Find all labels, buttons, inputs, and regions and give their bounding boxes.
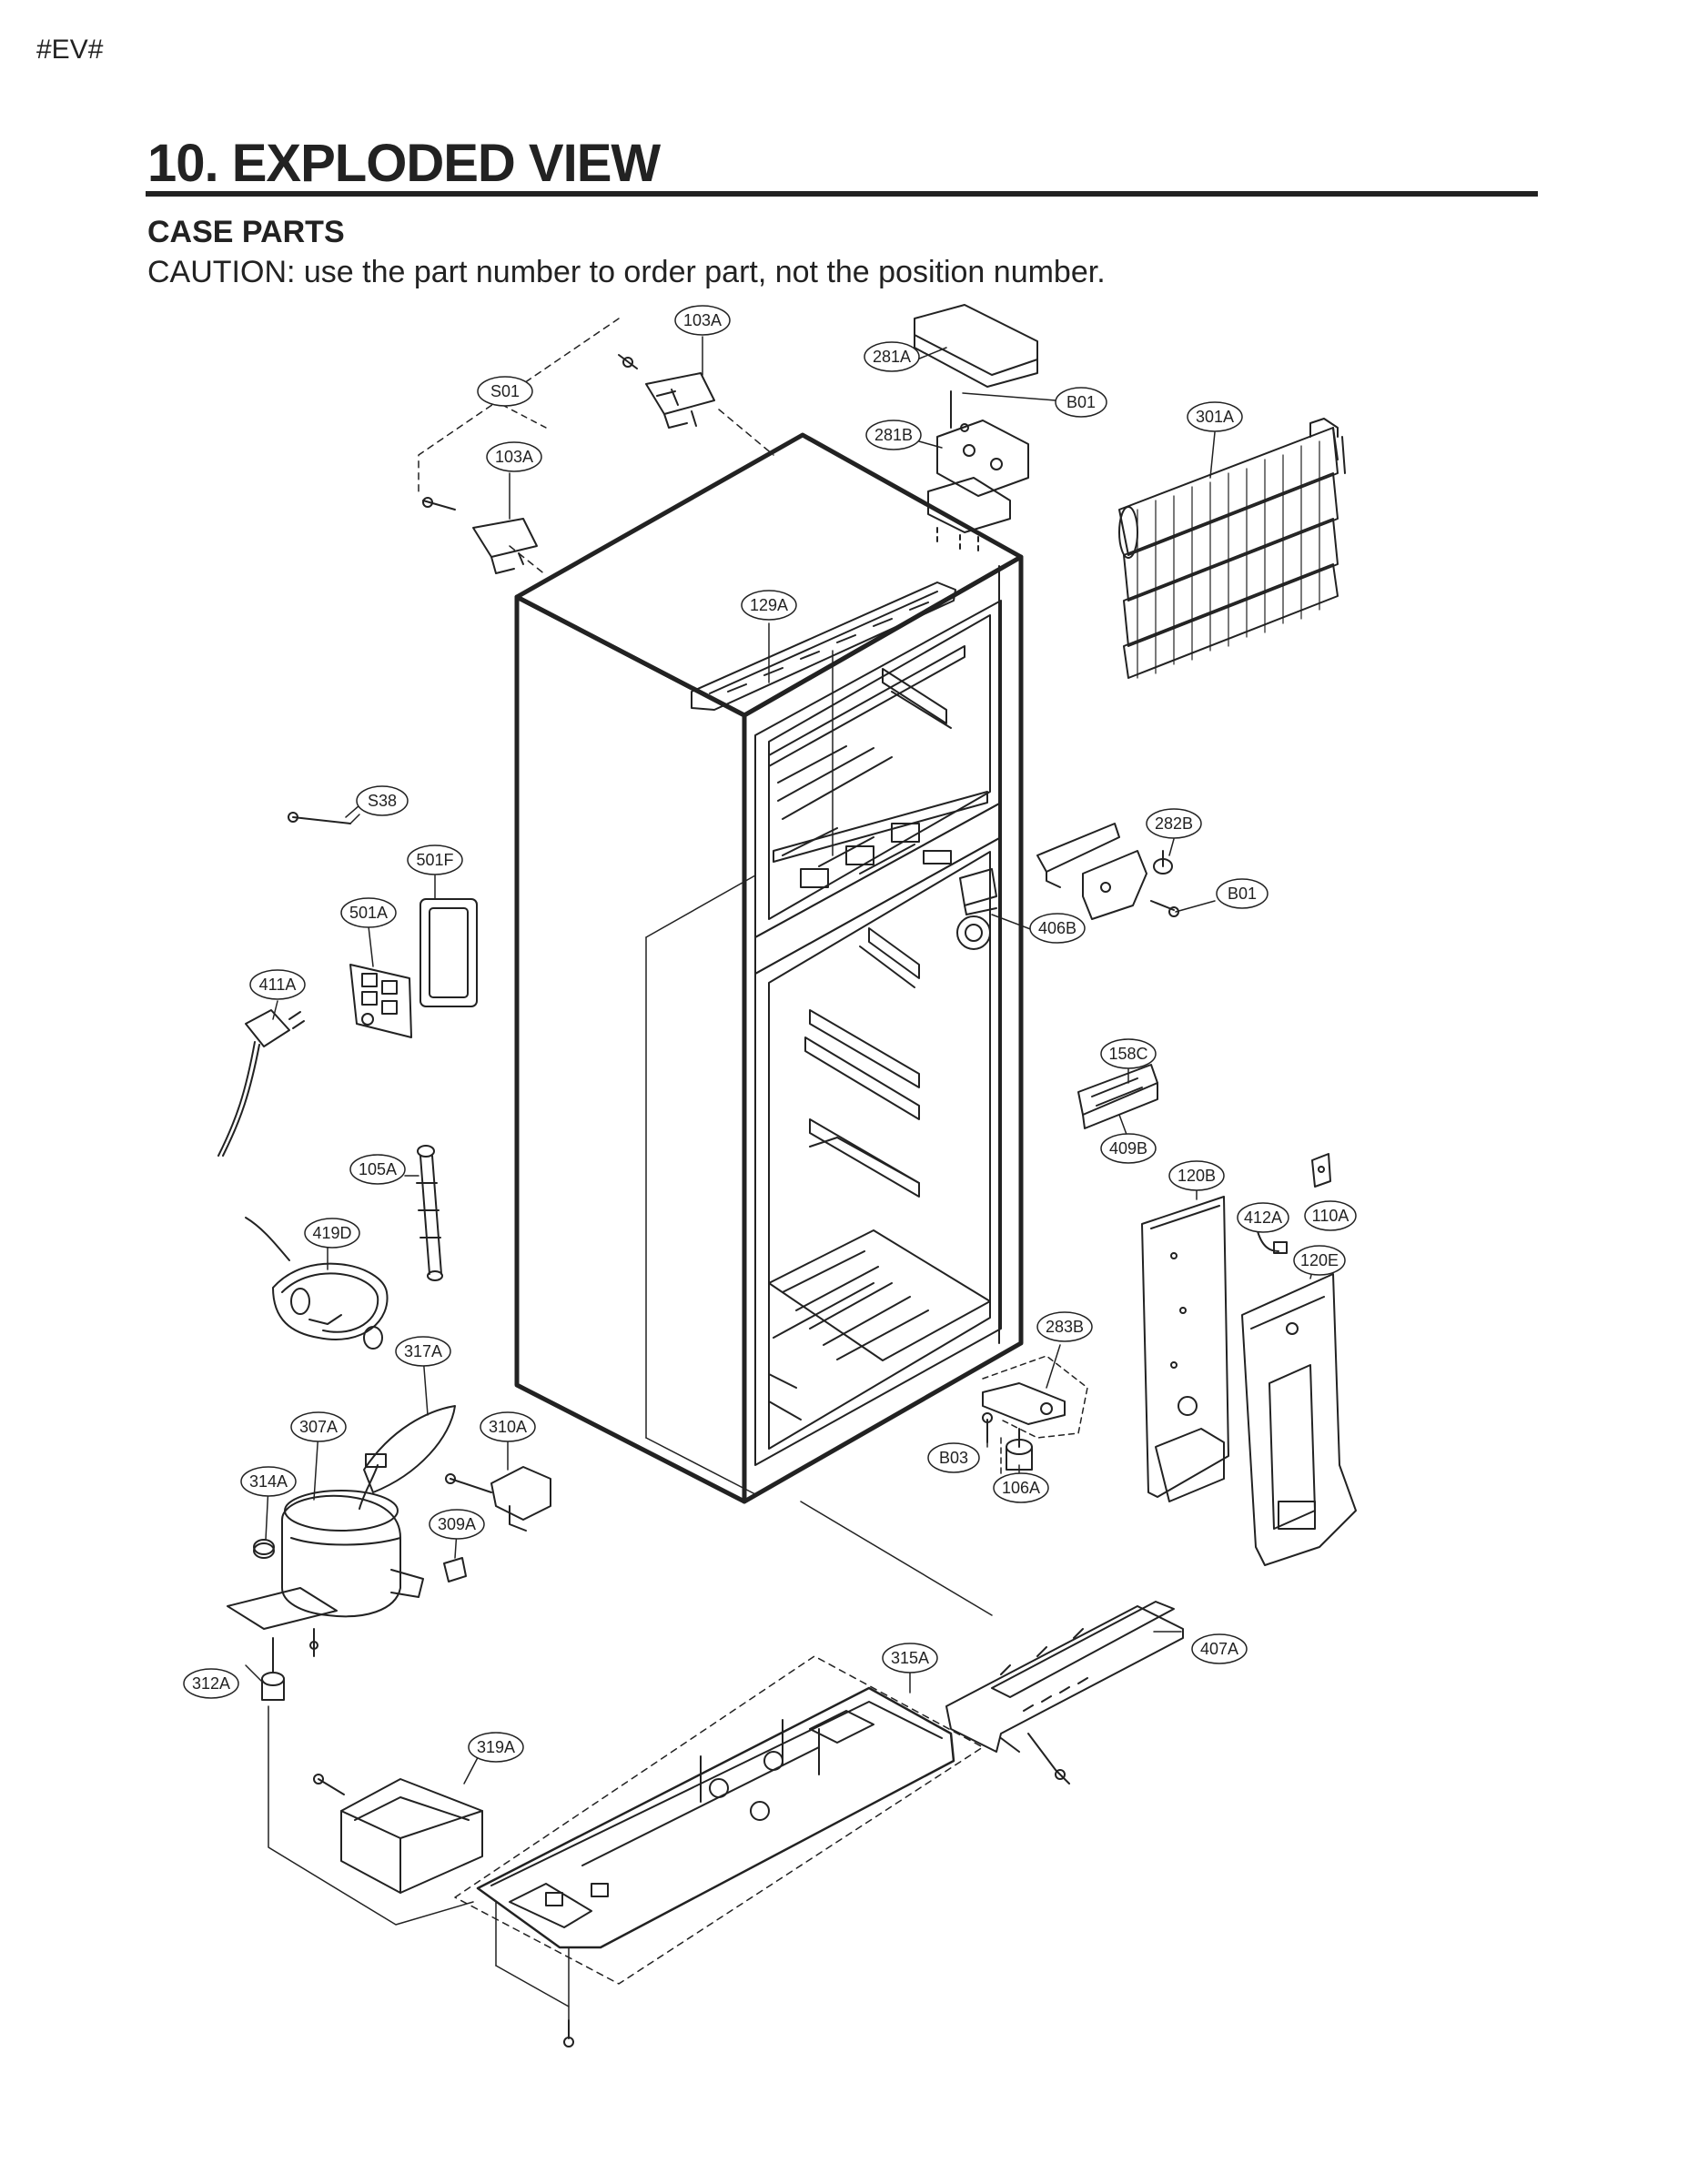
part-S38-screw — [288, 812, 360, 824]
label-317A: 317A — [404, 1342, 442, 1360]
label-419D: 419D — [312, 1224, 351, 1242]
label-B01-mid: B01 — [1228, 885, 1257, 903]
part-407A-bracket — [945, 1601, 1184, 1785]
part-282B-lower-hinge — [1036, 823, 1179, 920]
label-409B: 409B — [1109, 1139, 1147, 1158]
part-110A-bracket — [1311, 1153, 1331, 1188]
guide-line-compressor — [268, 1705, 474, 1926]
guide-line-cabinet-bracket — [800, 1501, 993, 1616]
label-103A-top: 103A — [683, 311, 722, 329]
part-281B-hinge — [927, 390, 1056, 556]
part-312A-spacer — [261, 1637, 285, 1701]
part-120E-panel — [1241, 1273, 1357, 1566]
label-501F: 501F — [416, 851, 453, 869]
label-B01-top: B01 — [1066, 393, 1096, 411]
part-158C-cover — [1077, 1064, 1158, 1129]
label-120B: 120B — [1178, 1167, 1216, 1185]
label-S38: S38 — [368, 792, 397, 810]
part-406B-switch — [959, 868, 997, 915]
part-501F-seal — [419, 898, 478, 1007]
freezer-shelf-supports — [768, 645, 988, 875]
part-105A-drain-tube — [416, 1145, 443, 1281]
title-underline — [146, 191, 1538, 197]
label-407A: 407A — [1200, 1640, 1238, 1658]
part-310A-relay — [445, 1466, 551, 1532]
label-310A: 310A — [489, 1418, 527, 1436]
label-103A: 103A — [495, 448, 533, 466]
part-309A-clip — [443, 1557, 467, 1582]
label-282B: 282B — [1155, 814, 1193, 833]
label-319A: 319A — [477, 1738, 515, 1756]
page-title: 10. EXPLODED VIEW — [147, 134, 661, 193]
fridge-shelf-rails — [768, 927, 991, 1421]
section-heading: CASE PARTS — [147, 215, 345, 249]
label-307A: 307A — [299, 1418, 338, 1436]
part-103A-hinge-caps — [418, 318, 774, 576]
part-301A-condenser — [1118, 418, 1346, 679]
label-129A: 129A — [750, 596, 788, 614]
label-B03: B03 — [939, 1449, 968, 1467]
label-406B: 406B — [1038, 919, 1076, 937]
part-319A-drain-pan — [313, 1774, 483, 1894]
label-411A: 411A — [259, 976, 297, 994]
label-315A: 315A — [891, 1649, 929, 1667]
label-312A: 312A — [192, 1674, 230, 1693]
part-419D-heater — [245, 1217, 389, 1350]
caution-note: CAUTION: use the part number to order pa… — [147, 255, 1106, 289]
part-283B-bottom-hinge — [982, 1355, 1088, 1439]
part-281A-hinge-cover — [914, 304, 1038, 388]
label-110A: 110A — [1312, 1207, 1349, 1225]
label-314A: 314A — [249, 1472, 288, 1491]
label-120E: 120E — [1300, 1251, 1339, 1269]
label-281A: 281A — [873, 348, 911, 366]
label-309A: 309A — [438, 1515, 476, 1533]
label-S01: S01 — [490, 382, 520, 400]
part-120B-cover — [1141, 1196, 1229, 1502]
part-129A-light-cover — [691, 581, 956, 856]
part-317A-overload-cover — [363, 1405, 456, 1493]
cabinet-body — [514, 432, 1024, 1504]
part-411A-power-cord — [217, 1009, 305, 1157]
divider-vents — [800, 823, 991, 950]
callout-bubbles — [183, 305, 1357, 1763]
part-307A-compressor — [227, 1464, 424, 1657]
label-301A: 301A — [1196, 408, 1234, 426]
leader-lines — [245, 336, 1316, 1785]
label-158C: 158C — [1108, 1045, 1147, 1063]
part-315A-base-plate — [454, 1655, 984, 2048]
page-tag: #EV# — [36, 35, 104, 65]
part-501A-control-board — [349, 964, 412, 1038]
label-412A: 412A — [1244, 1208, 1282, 1227]
label-283B: 283B — [1046, 1318, 1084, 1336]
part-314A-grommet — [253, 1539, 275, 1559]
label-501A: 501A — [349, 904, 388, 922]
label-281B: 281B — [874, 426, 913, 444]
label-105A: 105A — [359, 1160, 397, 1178]
label-106A: 106A — [1002, 1479, 1040, 1497]
